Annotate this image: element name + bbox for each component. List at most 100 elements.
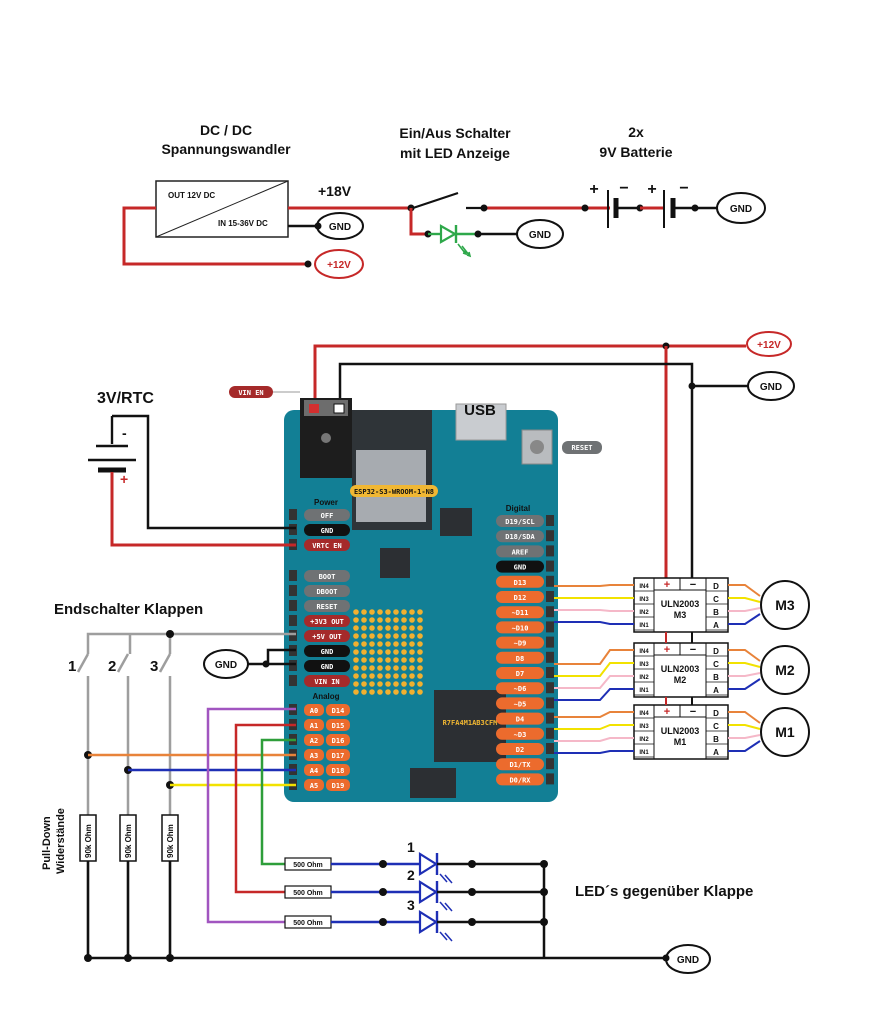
driver-output-wire [728,584,761,597]
jack-black-pin [333,403,345,414]
switch-lever [116,653,130,673]
header-pin [546,530,554,542]
converter-title-2: Spannungswandler [161,141,291,157]
matrix-led [377,657,383,663]
led-node [468,888,476,896]
driver-output-label: C [713,595,719,604]
gnd-battery-label: GND [730,204,752,215]
switch-lever [158,653,172,673]
digital-pin-pill [496,773,544,786]
header-pin [289,509,297,520]
driver-input-label: IN2 [639,737,649,743]
driver-output-label: A [713,621,719,630]
converter-in-label: IN 15-36V DC [218,219,268,228]
switch-number: 1 [68,658,76,675]
led-rays [439,873,453,884]
motor-label: M2 [775,662,795,678]
matrix-led [401,641,407,647]
uln2003-board [633,642,729,698]
uln2003-board [633,577,729,633]
led-icon [418,852,439,876]
matrix-led [393,641,399,647]
matrix-led [393,649,399,655]
analog-pin-d [326,719,350,731]
left-pin-pill [304,630,350,642]
matrix-led [393,625,399,631]
digital-pin-pill [496,758,544,771]
header-pin [546,651,554,663]
converter-diagonal [155,180,289,238]
analog-pin-a-label: A4 [310,767,318,775]
matrix-led [417,649,423,655]
pulldown-resistor [119,814,137,862]
analog-pin-a [304,719,324,731]
analog-pin-a-label: A2 [310,737,318,745]
node-gnd-rail [688,382,696,390]
rtc-title: 3V/RTC [97,390,154,407]
driver-output-label: B [713,735,719,744]
driver-output-wire [728,607,761,612]
digital-pin-label: ~D5 [514,700,527,708]
analog-pin-a [304,749,324,761]
wire-12v-rail [313,344,746,404]
digital-pin-label: D2 [516,746,524,754]
analog-pin-a-label: A0 [310,707,318,715]
header-pin [546,515,554,526]
led-icon [418,880,439,904]
matrix-led [377,625,383,631]
gnd-right-label: GND [760,382,782,393]
digital-pin-label: AREF [512,548,529,556]
led-number: 2 [407,867,415,883]
matrix-led [401,673,407,679]
stepper-motor [760,580,810,630]
header-pin [289,615,297,626]
usb-port [455,403,507,441]
matrix-led [393,617,399,623]
matrix-led [369,665,375,671]
analog-pin-d [326,779,350,791]
driver-input-wire [554,750,634,754]
analog-pin-d-label: D18 [332,767,345,775]
stepper-motor [760,707,810,757]
matrix-led [401,681,407,687]
matrix-led [393,609,399,615]
driver-input-label: IN3 [639,724,649,730]
driver-name: ULN2003 [661,664,700,674]
matrix-led [361,689,367,695]
battery-2-minus: − [679,180,688,197]
matrix-led [361,673,367,679]
driver-input-label: IN1 [639,750,649,756]
left-pin-label: BOOT [319,573,336,581]
matrix-led [385,625,391,631]
analog-pin-d-label: D14 [332,707,345,715]
switches-title: Endschalter Klappen [54,601,203,618]
matrix-led [353,657,359,663]
driver-output-label: A [713,748,719,757]
gnd-bottom-node [662,954,670,962]
main-chip [434,690,506,762]
matrix-led [417,657,423,663]
header-pin [546,727,554,739]
matrix-led [401,625,407,631]
wire-a1-led2 [234,723,296,894]
matrix-led [409,689,415,695]
esp-module-label: ESP32-S3-WROOM-1-N8 [354,488,434,496]
digital-pin-pill [496,560,544,573]
indicator-led-rays [457,243,472,258]
switch-number: 2 [108,658,116,675]
matrix-led [369,625,375,631]
driver-input-label: IN2 [639,610,649,616]
matrix-led [401,633,407,639]
header-pin [546,606,554,618]
matrix-led [401,657,407,663]
matrix-led [385,633,391,639]
label-plus18v: +18V [318,183,352,199]
matrix-led [385,689,391,695]
pulldown-resistor [79,814,97,862]
digital-pin-label: D13 [514,579,527,587]
analog-pin-a [304,764,324,776]
switch-common-node [166,630,174,638]
matrix-led [377,689,383,695]
